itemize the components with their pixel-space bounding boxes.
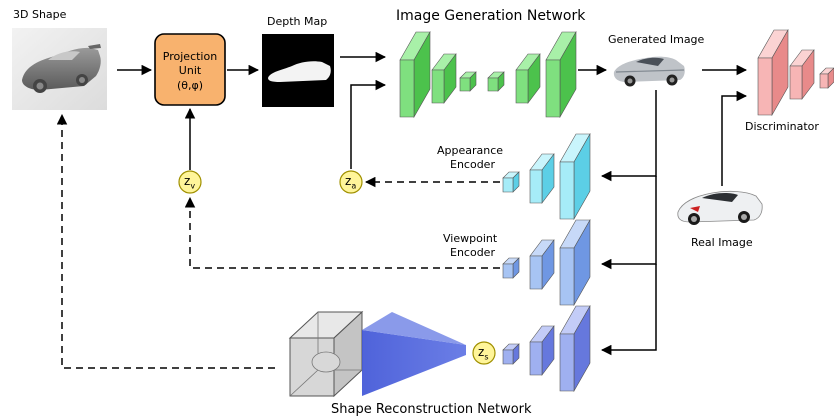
discriminator-label: Discriminator	[745, 120, 819, 133]
viewpoint-enc-layer-1	[502, 257, 520, 279]
latent-zs-circle	[472, 341, 496, 365]
image-generation-network	[399, 30, 577, 119]
gen-layer-3	[459, 71, 477, 92]
image-gen-network-label: Image Generation Network	[396, 8, 586, 24]
appearance-enc-layer-3	[559, 132, 591, 221]
latent-za-label: za	[345, 174, 357, 191]
latent-zs-label: zs	[478, 345, 489, 362]
gen-layer-4	[487, 71, 505, 92]
projection-unit-label-line2: Unit	[178, 64, 202, 77]
shape-enc-layer-2	[529, 325, 555, 376]
projection-unit-label-line1: Projection	[162, 50, 218, 63]
latent-zv-circle	[178, 170, 202, 194]
projection-unit-params: (θ,φ)	[176, 79, 204, 92]
projection-unit	[154, 33, 226, 106]
solid-arrows	[117, 51, 748, 356]
shape-recon-network-label: Shape Reconstruction Network	[331, 402, 532, 417]
appearance-enc-layer-2	[529, 153, 555, 204]
shape-enc-layer-1	[502, 343, 520, 365]
latent-za-circle	[339, 170, 363, 194]
shape-3d-label: 3D Shape	[13, 8, 67, 21]
viewpoint-enc-layer-3	[559, 218, 591, 307]
viewpoint-enc-layer-2	[529, 239, 555, 290]
gen-layer-2	[431, 53, 457, 104]
shape-3d-image	[12, 28, 107, 110]
appearance-encoder-label-line1: Appearance	[437, 144, 504, 157]
voxel-output-cube	[288, 310, 364, 398]
gen-layer-6	[545, 30, 577, 119]
generated-image	[613, 56, 685, 87]
generated-image-label: Generated Image	[608, 33, 705, 46]
shape-enc-layer-3	[559, 304, 591, 393]
dashed-arrows	[56, 113, 500, 369]
appearance-enc-layer-1	[502, 171, 520, 193]
disc-layer-3	[819, 67, 834, 89]
appearance-encoder-label-line2: Encoder	[450, 158, 495, 171]
real-image-label: Real Image	[691, 236, 753, 249]
real-image	[677, 190, 763, 225]
viewpoint-encoder-label-line1: Viewpoint	[443, 232, 498, 245]
gen-layer-1	[399, 30, 431, 119]
discriminator-network	[757, 28, 834, 117]
viewpoint-encoder-label-line2: Encoder	[450, 246, 495, 259]
reconstruction-beam	[362, 330, 466, 396]
depth-map-label: Depth Map	[267, 15, 328, 28]
disc-layer-2	[789, 49, 815, 100]
depth-map-image	[262, 34, 334, 107]
latent-zv-label: zv	[184, 174, 196, 191]
gen-layer-5	[515, 53, 541, 104]
disc-layer-1	[757, 28, 789, 117]
